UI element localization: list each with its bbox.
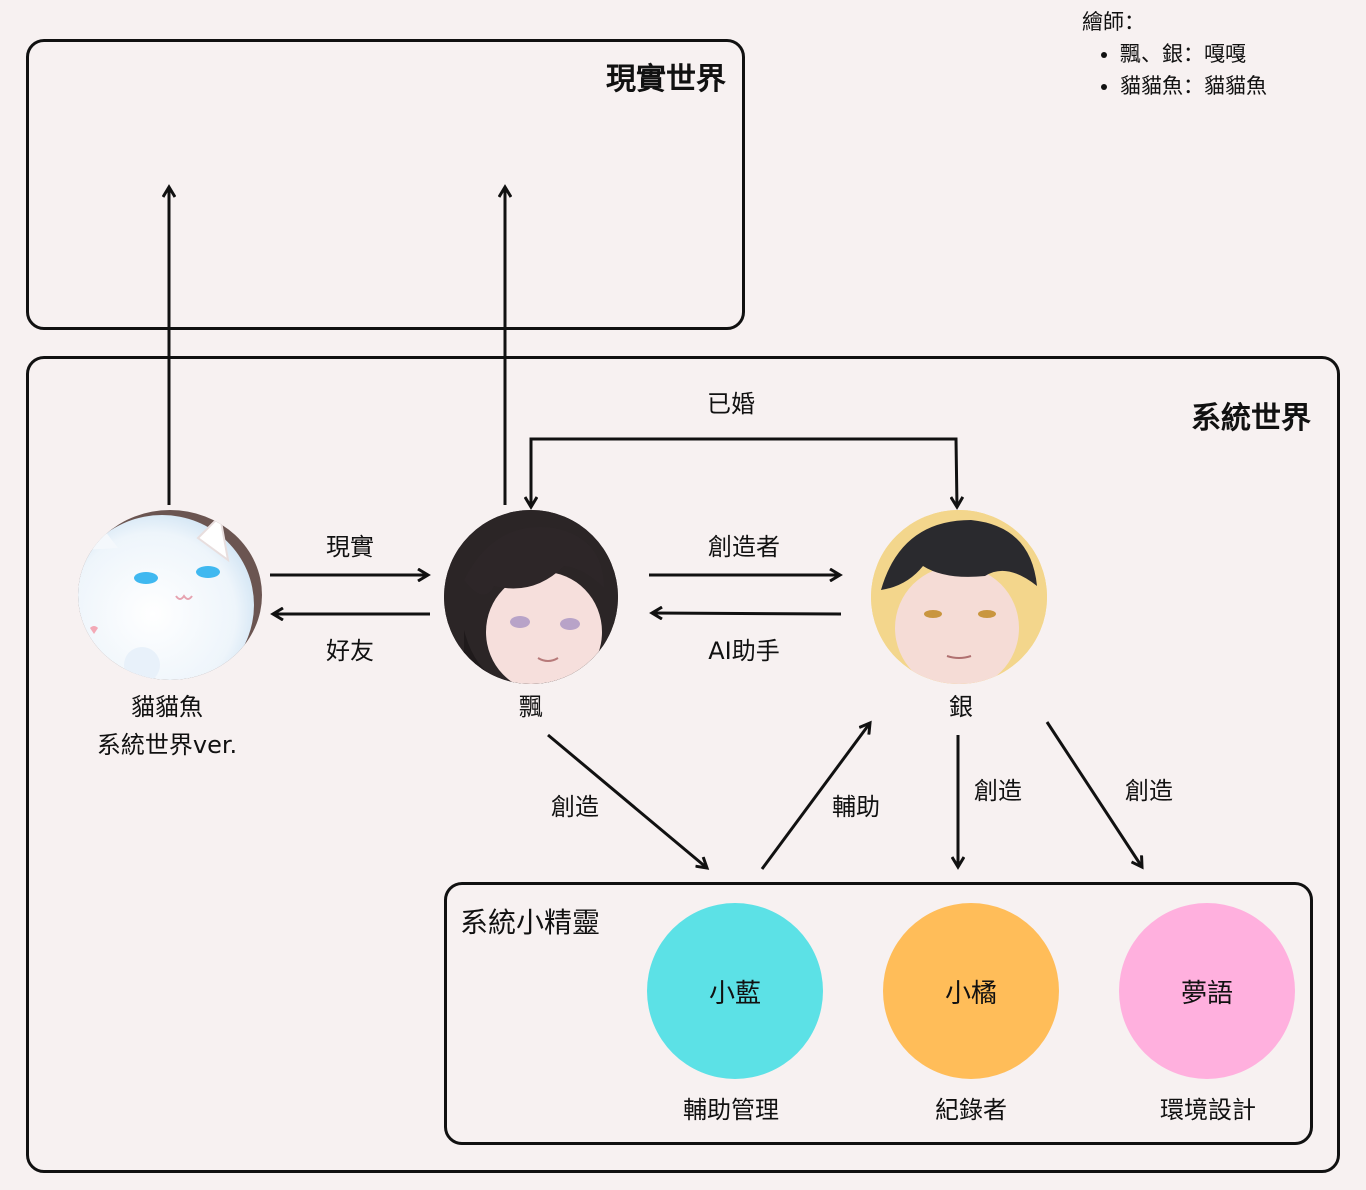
label-creator: 創造者 (708, 533, 780, 561)
arrow-assist-yin (760, 723, 870, 870)
sprite-xiaoju-name: 小橘 (944, 978, 997, 1009)
sprites-box: 系統小精靈 (444, 882, 1313, 1145)
label-married: 已婚 (707, 390, 755, 418)
credits-item: 飄、銀：嘎嘎 (1120, 38, 1267, 70)
sprite-mengyu: 夢語 (1119, 903, 1295, 1079)
sprite-xiaolan-name: 小藍 (708, 978, 761, 1009)
arrow-married-to-piao (531, 437, 745, 507)
credits-list: 飄、銀：嘎嘎 貓貓魚：貓貓魚 (1082, 38, 1267, 102)
arrow-ai-assistant (652, 613, 842, 614)
credits-item: 貓貓魚：貓貓魚 (1120, 70, 1267, 102)
system-world-box: 系統世界 (26, 356, 1340, 1173)
label-create-recorder: 創造 (974, 777, 1022, 805)
piao-name: 飄 (519, 693, 543, 721)
real-world-box: 現實世界 (26, 39, 745, 330)
sprite-xiaoju-role: 紀錄者 (935, 1096, 1007, 1124)
label-ai-assistant: AI助手 (708, 637, 780, 665)
label-friend: 好友 (326, 637, 374, 665)
sprite-mengyu-role: 環境設計 (1160, 1096, 1256, 1124)
real-world-title: 現實世界 (606, 62, 726, 97)
credits: 繪師： 飄、銀：嘎嘎 貓貓魚：貓貓魚 (1082, 6, 1267, 102)
catfish-avatar (78, 510, 262, 680)
label-create-dream: 創造 (1125, 777, 1173, 805)
arrow-married-to-yin (745, 437, 957, 507)
sprite-mengyu-name: 夢語 (1180, 978, 1233, 1009)
catfish-name: 貓貓魚 (131, 693, 203, 721)
sprite-xiaoju: 小橘 (883, 903, 1059, 1079)
sprites-title: 系統小精靈 (460, 906, 601, 939)
label-reality: 現實 (326, 533, 374, 561)
catfish-subname: 系統世界ver. (96, 731, 238, 759)
yin-avatar (871, 510, 1047, 684)
arrow-piao-create-sprites (547, 733, 707, 868)
arrow-yin-create-dream (1045, 721, 1142, 867)
piao-avatar (444, 510, 618, 684)
sprite-xiaolan-role: 輔助管理 (683, 1096, 779, 1124)
sprite-xiaolan: 小藍 (647, 903, 823, 1079)
credits-heading: 繪師： (1082, 10, 1145, 34)
label-assist: 輔助 (832, 793, 880, 821)
label-create-sprites: 創造 (551, 793, 599, 821)
yin-name: 銀 (949, 693, 973, 721)
system-world-title: 系統世界 (1191, 401, 1311, 436)
